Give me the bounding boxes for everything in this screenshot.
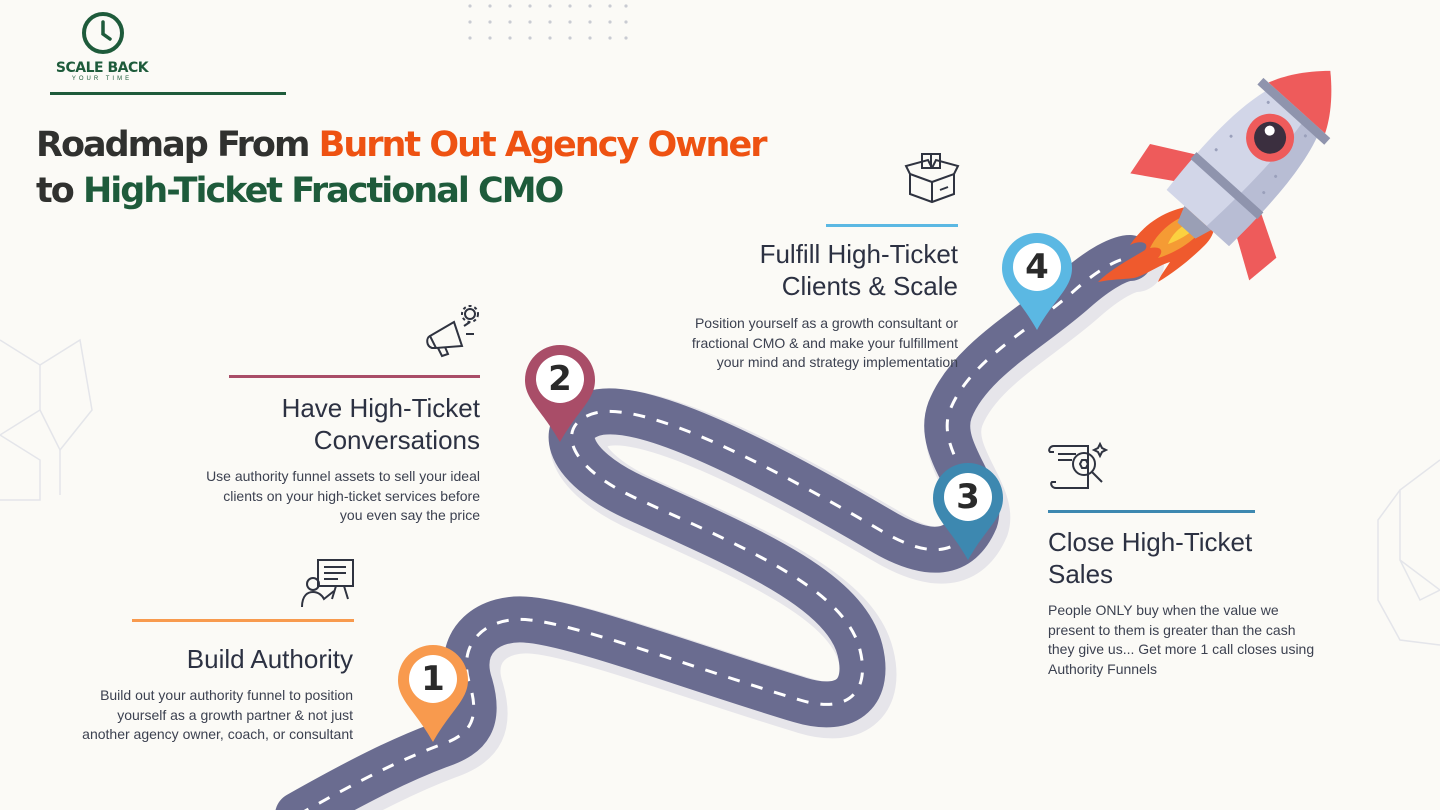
step-4-divider [826,224,958,227]
step-4-description-line: fractional CMO & and make your fulfillme… [691,334,958,351]
step-1-heading: Build Authority [186,644,353,674]
pin-4-number: 4 [1025,247,1049,287]
brand-name: SCALE BACK [55,60,149,76]
pin-2-number: 2 [548,359,572,399]
pin-3-number: 3 [956,477,980,517]
step-1-divider [132,619,354,622]
step-4-heading-line: Clients & Scale [781,271,958,301]
step-1-description-line: another agency owner, coach, or consulta… [82,726,353,742]
presentation-icon [301,559,354,608]
step-2-description: Use authority funnel assets to sell your… [150,467,480,526]
title-part-3: to [36,171,83,211]
step-3-description-line: Authority Funnels [1048,660,1157,677]
title-part-2: Burnt Out Agency Owner [318,125,768,165]
step-2-heading-line: Conversations [313,425,480,455]
pin-1 [398,645,468,742]
step-1-description-line: Build out your authority funnel to posit… [100,687,353,703]
pin-2 [525,345,595,442]
title-part-4: High-Ticket Fractional CMO [82,171,564,211]
dot-grid-decoration [468,4,628,40]
step-2-description-line: you even say the price [339,507,480,523]
step-3-description-line: People ONLY buy when the value we [1048,602,1279,618]
step-4-heading: Fulfill High-Ticket Clients & Scale [660,238,958,302]
step-3-divider [1048,510,1255,513]
clock-icon [82,12,124,54]
rocket [1130,70,1332,281]
step-3-description-line: they give us... Get more 1 call closes u… [1048,641,1315,657]
step-4-description-line: your mind and strategy implementation [716,354,958,370]
step-2-divider [229,375,480,378]
brand-tagline: YOUR TIME [71,76,133,82]
step-3-description-line: present to them is greater than the cash [1048,621,1296,638]
step-2-description-line: clients on your high-ticket services bef… [223,487,480,504]
contract-magnifier-icon [1048,441,1108,489]
pin-1-number: 1 [421,659,445,699]
step-4-description: Position yourself as a growth consultant… [620,314,958,373]
brand-divider [50,92,286,95]
road-path [275,235,1153,810]
step-3-heading-line: Close High-Ticket [1048,527,1253,557]
step-2-description-line: Use authority funnel assets to sell your… [206,468,480,484]
step-3-description: People ONLY buy when the value we presen… [1048,601,1388,679]
page-title: Roadmap From Burnt Out Agency Owner to H… [36,122,768,214]
brand-logo: SCALE BACK YOUR TIME [50,8,286,98]
pin-4 [1002,233,1072,330]
hexagon-decoration-left [0,338,93,501]
hexagon-decoration-right [1377,459,1440,646]
step-4-description-line: Position yourself as a growth consultant… [694,315,958,331]
step-3-heading: Close High-Ticket Sales [1048,526,1348,590]
pin-3 [933,463,1003,560]
step-2-heading-line: Have High-Ticket [281,393,480,423]
open-box-icon [904,153,960,204]
title-part-1: Roadmap From [36,125,319,165]
step-2-heading: Have High-Ticket Conversations [200,392,480,456]
step-4-heading-line: Fulfill High-Ticket [759,239,958,269]
step-1-description: Build out your authority funnel to posit… [20,686,353,745]
step-3-heading-line: Sales [1048,559,1114,589]
step-1-description-line: yourself as a growth partner & not just [117,706,353,723]
megaphone-gear-icon [426,305,479,358]
